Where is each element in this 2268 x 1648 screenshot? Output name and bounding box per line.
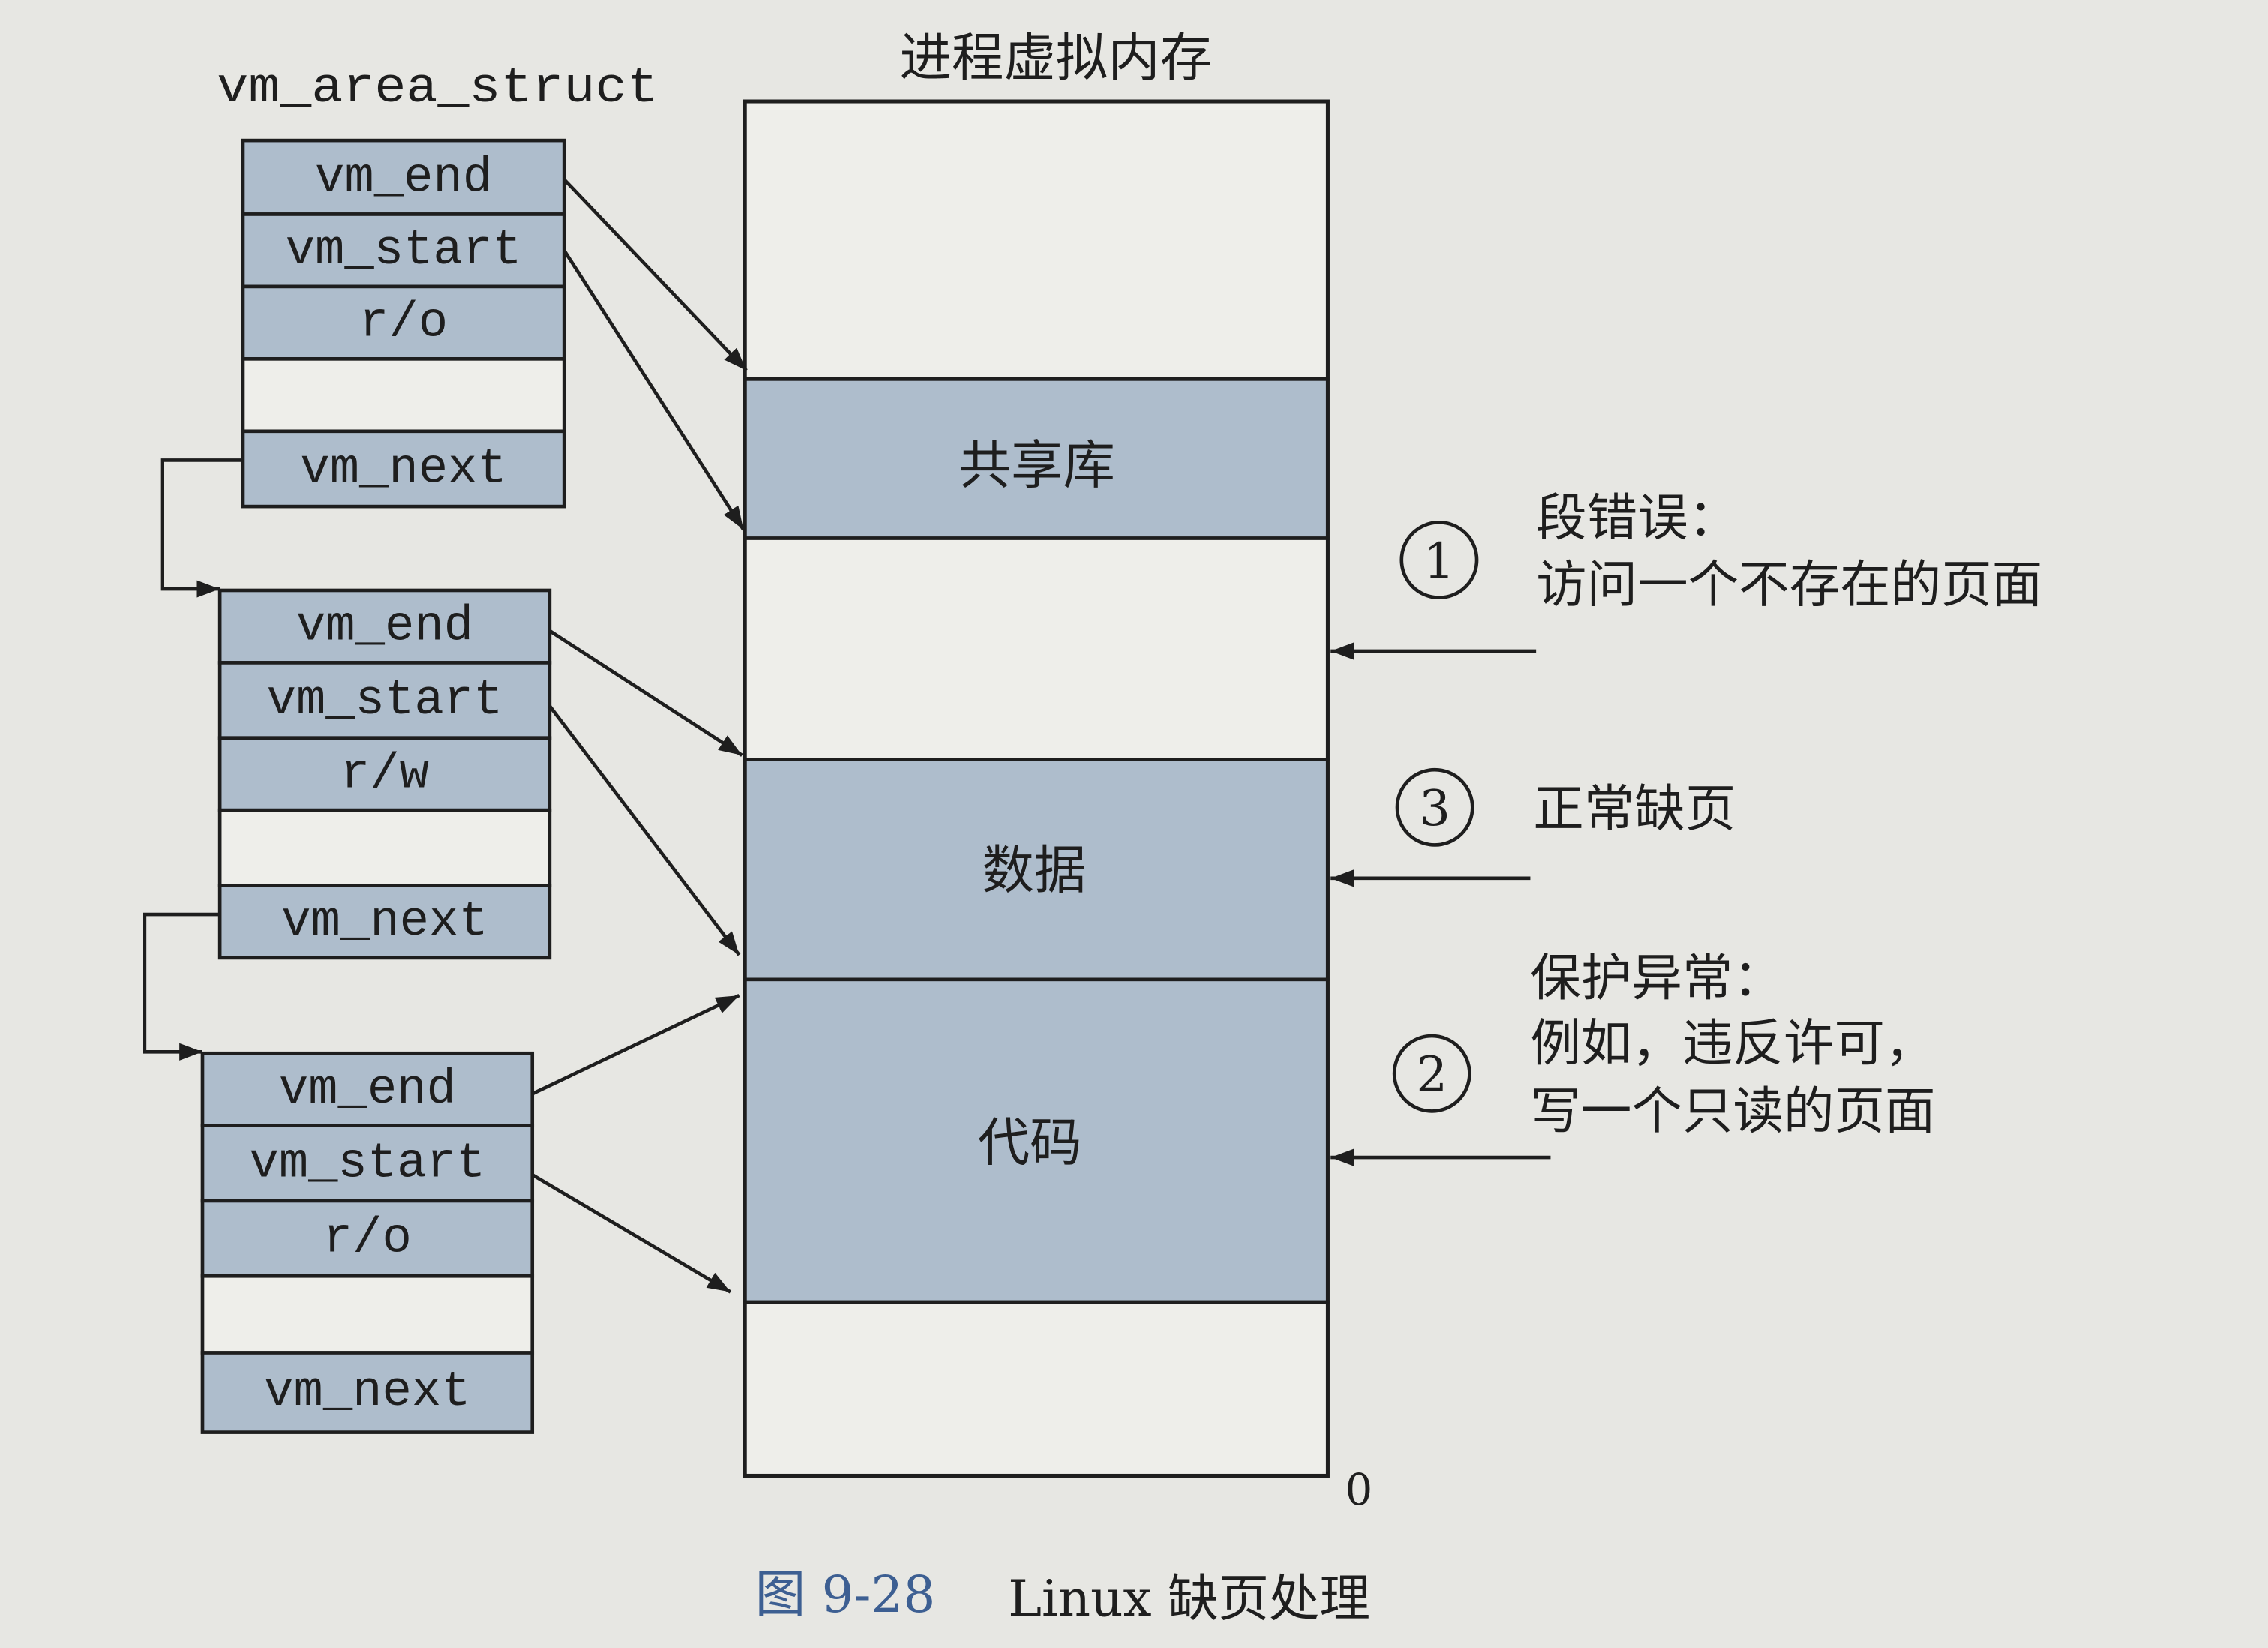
vm-next-link-1-to-2 bbox=[160, 458, 243, 598]
marker-circle-3 bbox=[1395, 767, 1474, 847]
vm-area-1-start-label: vm_start bbox=[286, 222, 522, 278]
marker-circle-2 bbox=[1392, 1034, 1472, 1113]
area-2-end-pointer bbox=[548, 629, 743, 757]
memory-segment-gap bbox=[742, 536, 1330, 761]
memory-title: 进程虚拟内存 bbox=[900, 28, 1212, 88]
vm-area-1-blank-cell bbox=[241, 357, 566, 434]
vm-area-1-perm-label: r/o bbox=[359, 295, 448, 351]
data-label: 数据 bbox=[982, 841, 1087, 901]
vm-area-3-next-cell bbox=[200, 1351, 535, 1434]
address-zero-label: 0 bbox=[1346, 1464, 1373, 1515]
area-3-start-pointer bbox=[531, 1173, 732, 1294]
annotation-protection-exception: 2 保护异常： 例如，违反许可， 写一个只读的页面 bbox=[1330, 948, 1935, 1166]
virtual-memory-column: 共享库 数据 代码 0 bbox=[742, 99, 1373, 1515]
vm-area-struct-3: vm_end vm_start r/o vm_next bbox=[200, 1051, 535, 1434]
memory-segment-top-unmapped bbox=[742, 99, 1330, 381]
area-1-end-pointer bbox=[562, 178, 748, 372]
caption-number: 图 9-28 bbox=[755, 1565, 936, 1624]
annotation-protection-line-1: 保护异常： bbox=[1530, 948, 1783, 1007]
vm-area-2-perm-cell bbox=[218, 736, 552, 812]
vm-area-1-next-cell bbox=[241, 429, 566, 509]
annotation-segfault-line-1: 段错误： bbox=[1536, 488, 1738, 548]
vm-area-3-perm-label: r/o bbox=[323, 1211, 412, 1267]
figure-caption: 图 9-28 Linux 缺页处理 bbox=[755, 1565, 1370, 1628]
vm-area-3-end-cell bbox=[200, 1051, 535, 1127]
vm-area-1-next-label: vm_next bbox=[300, 440, 506, 497]
vm-area-3-start-label: vm_start bbox=[249, 1135, 485, 1191]
vm-area-1-end-cell bbox=[241, 138, 566, 216]
marker-number-2: 2 bbox=[1416, 1046, 1448, 1103]
vm-area-3-next-label: vm_next bbox=[264, 1364, 470, 1420]
marker-circle-1 bbox=[1400, 521, 1479, 599]
annotation-protection-line-2: 例如，违反许可， bbox=[1530, 1013, 1935, 1073]
vm-area-1-end-label: vm_end bbox=[315, 150, 492, 206]
vm-area-3-start-cell bbox=[200, 1124, 535, 1203]
shared-lib-label: 共享库 bbox=[959, 436, 1115, 496]
vm-area-3-end-label: vm_end bbox=[279, 1061, 456, 1118]
annotation-segfault: 1 段错误： 访问一个不存在的页面 bbox=[1330, 488, 2042, 660]
marker-number-3: 3 bbox=[1419, 780, 1450, 837]
vm-area-2-end-label: vm_end bbox=[296, 599, 473, 655]
vm-area-1-perm-cell bbox=[241, 284, 566, 361]
vm-area-struct-2: vm_end vm_start r/w vm_next bbox=[218, 588, 552, 960]
vm-area-2-perm-label: r/w bbox=[340, 746, 429, 802]
vm-area-3-blank-cell bbox=[200, 1274, 535, 1355]
vm-area-2-start-label: vm_start bbox=[267, 672, 503, 728]
vm-area-2-next-label: vm_next bbox=[281, 893, 488, 950]
annotation-segfault-line-2: 访问一个不存在的页面 bbox=[1536, 554, 2042, 614]
caption-title: Linux 缺页处理 bbox=[1008, 1569, 1370, 1628]
code-label: 代码 bbox=[978, 1113, 1082, 1173]
annotation-protection-line-3: 写一个只读的页面 bbox=[1530, 1082, 1935, 1141]
marker-number-1: 1 bbox=[1424, 533, 1455, 590]
area-1-start-pointer bbox=[562, 249, 746, 531]
vm-next-link-2-to-3 bbox=[142, 912, 220, 1061]
area-3-end-pointer bbox=[531, 993, 740, 1096]
memory-segment-bottom-unmapped bbox=[742, 1300, 1330, 1478]
annotation-normal-fault: 3 正常缺页 bbox=[1330, 767, 1736, 887]
memory-segment-code bbox=[742, 977, 1330, 1304]
area-2-start-pointer bbox=[548, 704, 741, 956]
vm-area-1-start-cell bbox=[241, 212, 566, 289]
vm-area-2-next-cell bbox=[218, 884, 552, 960]
memory-segment-data bbox=[742, 758, 1330, 982]
annotation-normal-fault-line-1: 正常缺页 bbox=[1533, 779, 1736, 838]
vm-area-2-blank-cell bbox=[218, 808, 552, 887]
struct-label: vm_area_struct bbox=[217, 60, 658, 116]
memory-column-frame bbox=[742, 99, 1330, 1478]
vm-area-struct-1: vm_end vm_start r/o vm_next bbox=[241, 138, 566, 509]
